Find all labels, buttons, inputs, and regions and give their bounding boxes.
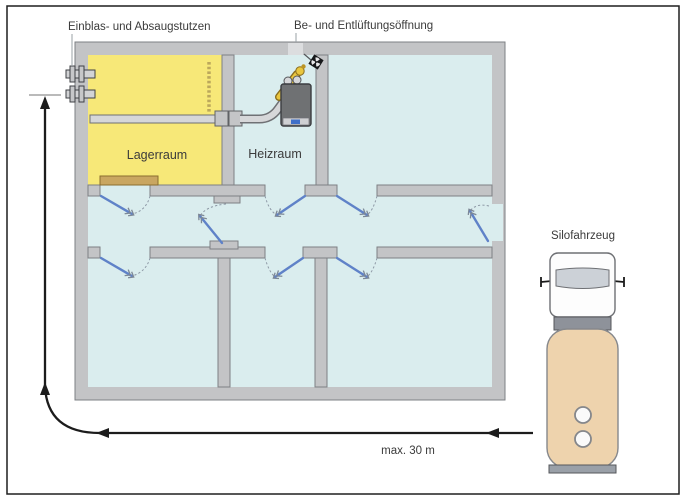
fill-nozzle-bottom bbox=[65, 85, 96, 103]
door-corridor bbox=[195, 203, 227, 245]
truck-windshield bbox=[555, 267, 610, 289]
image-border bbox=[6, 5, 680, 495]
doors bbox=[99, 194, 490, 282]
interior-walls bbox=[87, 54, 493, 388]
truck-manhole bbox=[574, 430, 592, 448]
door-exterior bbox=[465, 204, 490, 243]
silo-truck bbox=[540, 252, 625, 474]
delivery-hose-route-arrow bbox=[29, 94, 533, 438]
door-room-bottom-middle bbox=[264, 256, 305, 282]
fan-mount bbox=[303, 53, 312, 61]
ventilation-fan-icon bbox=[308, 54, 324, 70]
hose-coupling-cap bbox=[295, 66, 305, 76]
boiler-room-equipment bbox=[240, 53, 324, 127]
boiler bbox=[280, 83, 312, 127]
boiler-room-label: Heizraum bbox=[248, 147, 302, 161]
truck-manhole bbox=[574, 406, 592, 424]
distance-label: max. 30 m bbox=[381, 445, 435, 457]
door-boiler-room bbox=[264, 194, 307, 220]
conveyor-pipe bbox=[89, 114, 219, 124]
truck-bumper bbox=[548, 464, 617, 474]
boiler-pipe-connection bbox=[292, 75, 302, 85]
door-storage-room bbox=[99, 194, 151, 219]
door-room-top-right bbox=[335, 194, 378, 220]
door-room-bottom-right bbox=[335, 256, 378, 282]
storage-equipment bbox=[65, 62, 243, 186]
exterior-door-opening bbox=[491, 204, 503, 241]
truck-chassis bbox=[553, 316, 612, 331]
pipe-coupling bbox=[214, 110, 229, 127]
vehicle-label: Silofahrzeug bbox=[551, 230, 615, 242]
nozzles-label: Einblas- und Absaugstutzen bbox=[68, 21, 211, 33]
hose-tip bbox=[301, 64, 306, 69]
boiler-badge bbox=[291, 119, 300, 124]
vent-opening bbox=[288, 43, 303, 55]
vent-label: Be- und Entlüftungsöffnung bbox=[294, 20, 433, 32]
storage-room-label: Lagerraum bbox=[127, 148, 187, 162]
door-retention-board bbox=[99, 175, 159, 186]
door-room-bottom-left bbox=[99, 256, 151, 281]
